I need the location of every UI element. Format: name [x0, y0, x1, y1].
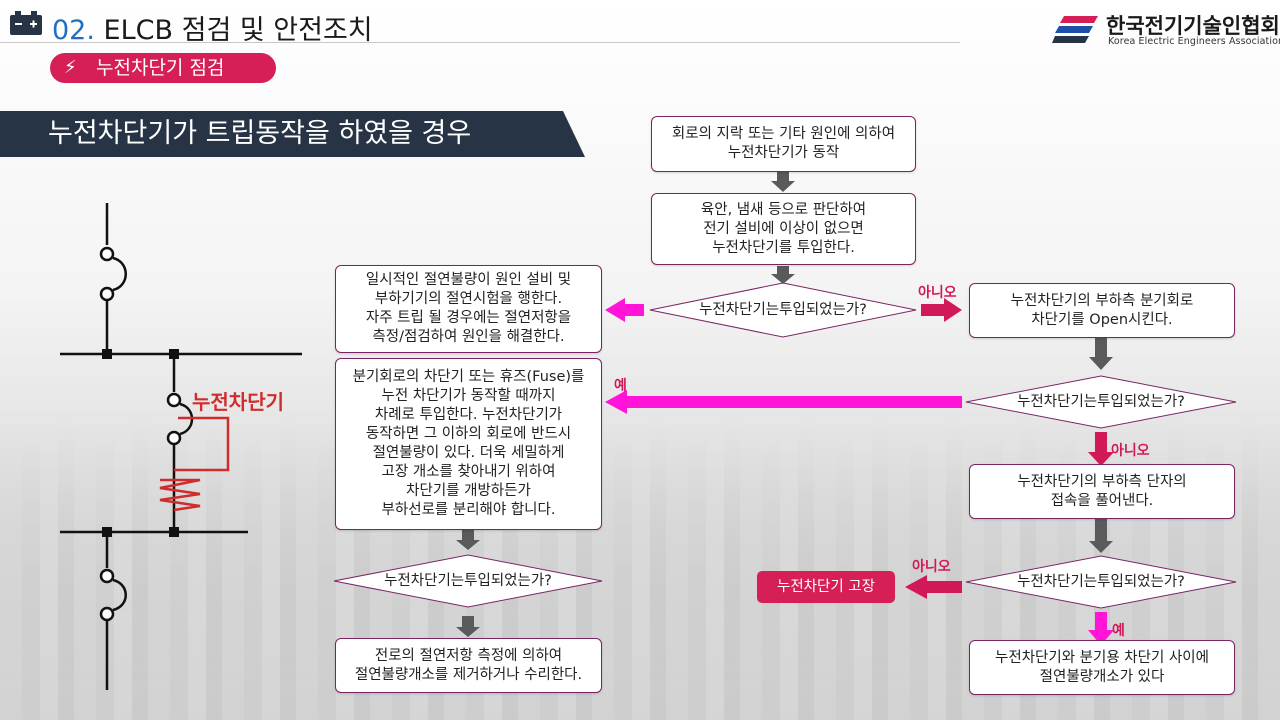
section-title: ELCB 점검 및 안전조치 [103, 15, 373, 46]
magenta-flow-arrows [605, 298, 1114, 645]
label-no-1: 아니오 [918, 285, 957, 301]
logo-name-korean: 한국전기기술인협회 [1106, 14, 1280, 38]
lightning-icon: ⚡ [64, 57, 77, 78]
circuit-junction-dots [102, 349, 179, 537]
decision1-text: 누전차단기는투입되었는가? [699, 301, 867, 318]
decision-left-text: 누전차단기는투입되었는가? [384, 572, 552, 589]
decision3-diamond [965, 555, 1237, 609]
banner-title: 누전차단기가 트립동작을 하였을 경우 [48, 118, 472, 149]
decision2-text: 누전차단기는투입되었는가? [1017, 393, 1185, 410]
topic-banner: 누전차단기가 트립동작을 하였을 경우 [0, 111, 585, 157]
subsection-pill: ⚡ 누전차단기 점검 [50, 53, 276, 83]
logo-name-english: Korea Electric Engineers Association [1108, 36, 1280, 47]
decision3-text: 누전차단기는투입되었는가? [1017, 573, 1185, 590]
decision2-diamond [965, 375, 1237, 429]
header-divider [0, 42, 960, 43]
elcb-circuit-schematic [60, 203, 302, 690]
decision1-diamond [649, 282, 917, 338]
crimson-flow-arrows [905, 298, 1114, 599]
association-logo-icon [1052, 16, 1098, 43]
label-no-2: 아니오 [1111, 443, 1150, 459]
label-yes-1: 예 [614, 378, 627, 394]
section-heading: 02. ELCB 점검 및 안전조치 [52, 8, 373, 47]
fault-result-badge: 누전차단기 고장 [757, 571, 895, 603]
subsection-label: 누전차단기 점검 [96, 57, 225, 79]
section-number: 02. [52, 15, 95, 46]
decision-left-diamond [333, 554, 603, 608]
battery-icon [10, 11, 42, 35]
test-resistor-loop [159, 416, 230, 512]
label-yes-2: 예 [1112, 623, 1125, 639]
elcb-circuit-label: 누전차단기 [192, 390, 284, 414]
label-no-3: 아니오 [912, 559, 951, 575]
gray-flow-arrows [456, 172, 1113, 637]
